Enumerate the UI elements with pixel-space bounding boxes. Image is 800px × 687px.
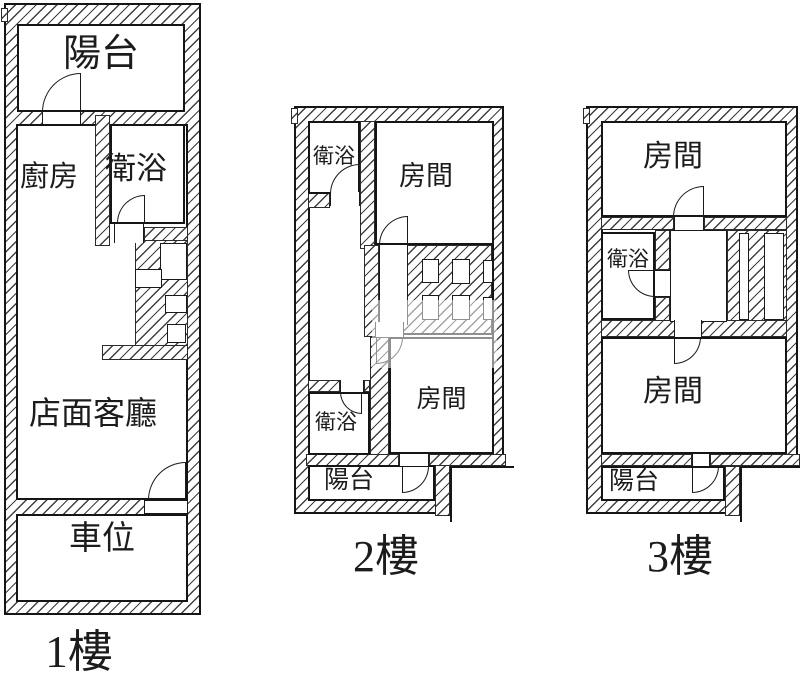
wall-hatch (429, 454, 506, 466)
door-threshold (655, 270, 670, 297)
room-label-room-top: 房間 (643, 140, 703, 173)
stair-rail (764, 233, 784, 320)
door-threshold (674, 320, 702, 337)
stair-hatch (102, 345, 188, 360)
door-threshold (692, 454, 710, 466)
floor-1-plan: 陽台 廚房 衛浴 店面客廳 車位 1樓 (1, 3, 201, 676)
room-label-bath-top: 衛浴 (313, 144, 355, 168)
door-threshold (330, 192, 360, 206)
wall-tab (291, 108, 298, 124)
room-label-room-bottom: 房間 (416, 386, 467, 413)
footprint-cutout (450, 466, 514, 522)
door-threshold (340, 380, 364, 392)
stair-tread (483, 260, 493, 283)
wall-tab (583, 108, 590, 124)
floor-3-plan: 房間 衛浴 房間 陽台 3樓 (583, 106, 800, 580)
room-label-parking: 車位 (69, 521, 135, 557)
wall-hatch (95, 115, 110, 246)
stair-rail (739, 233, 749, 320)
door-threshold (674, 217, 704, 230)
room-label-bath-bottom: 衛浴 (315, 410, 357, 434)
stair-tread (422, 259, 439, 283)
wall-hatch (655, 230, 670, 270)
room-bath-bottom (308, 392, 370, 455)
room-bottom (601, 337, 787, 454)
wall-hatch (710, 454, 800, 466)
wall-hatch (601, 217, 674, 230)
room-label-bath: 衛浴 (607, 247, 649, 271)
room-label-balcony: 陽台 (608, 468, 659, 495)
wall-tab (1, 8, 8, 22)
room-label-balcony: 陽台 (323, 467, 374, 494)
room-top (375, 121, 494, 245)
floor-caption: 2樓 (353, 532, 419, 581)
stair-landing (670, 230, 727, 322)
watermark (372, 300, 497, 368)
door-threshold (144, 500, 188, 514)
room-parking (16, 514, 188, 602)
room-label-kitchen: 廚房 (19, 161, 78, 193)
stair-tread (167, 324, 186, 343)
wall-hatch (655, 297, 670, 322)
door-threshold (399, 454, 429, 466)
room-label-room-top: 房間 (399, 161, 453, 191)
door-threshold (114, 224, 144, 243)
wall-hatch (364, 380, 370, 392)
stair-tread (135, 269, 162, 288)
wall-hatch (704, 217, 787, 230)
wall-hatch (601, 454, 692, 466)
wall-hatch (308, 380, 340, 392)
door-threshold (42, 112, 81, 124)
room-label-living: 店面客廳 (28, 395, 157, 431)
floor-caption: 3樓 (647, 532, 713, 581)
room-label-room-bottom: 房間 (643, 375, 703, 408)
floor-2-plan: 衛浴 房間 衛浴 房間 陽台 2樓 (291, 106, 514, 580)
stair-tread (452, 259, 470, 284)
stair-tread (160, 243, 187, 280)
wall-hatch (308, 192, 330, 208)
stair-tread (165, 295, 187, 313)
room-label-bath: 衛浴 (105, 151, 167, 186)
floor-caption: 1樓 (45, 627, 113, 677)
wall-hatch (435, 465, 450, 516)
room-label-balcony: 陽台 (62, 33, 139, 75)
wall-hatch (725, 466, 740, 516)
footprint-cutout (740, 466, 800, 522)
